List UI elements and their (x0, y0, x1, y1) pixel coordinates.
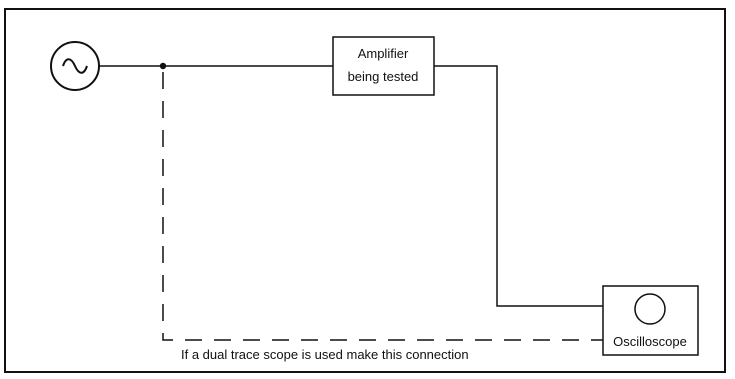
amplifier-label-line2: being tested (348, 69, 419, 84)
diagram-frame (4, 8, 726, 373)
dual-trace-note: If a dual trace scope is used make this … (181, 347, 469, 362)
signal-generator (50, 41, 100, 91)
oscilloscope-box (602, 285, 699, 356)
wire-amplifier-to-oscilloscope (434, 65, 603, 307)
junction-dot (159, 62, 167, 70)
oscilloscope-label: Oscilloscope (613, 334, 687, 349)
oscilloscope-screen-icon (634, 293, 666, 325)
sine-wave-icon (62, 58, 88, 74)
oscilloscope-block: Oscilloscope (602, 285, 699, 356)
amplifier-block: Amplifier being tested (332, 36, 435, 96)
amplifier-label-line1: Amplifier (358, 46, 409, 61)
dashed-dual-trace-connection (162, 72, 603, 341)
